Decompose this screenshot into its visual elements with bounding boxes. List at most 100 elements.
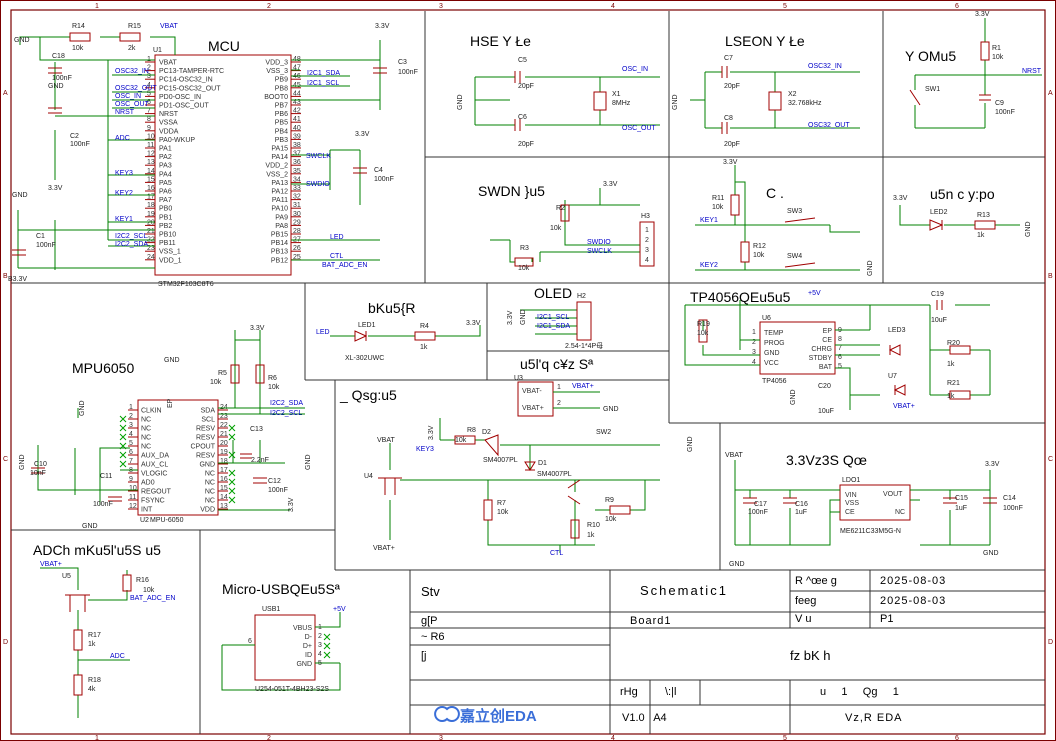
u6-pin-num: 6 — [838, 354, 842, 361]
c4-ref: C4 — [374, 167, 383, 174]
x2-ref: X2 — [788, 91, 797, 98]
frame-col-2: 2 — [267, 3, 271, 10]
usb1-ref: USB1 — [262, 606, 280, 613]
u6-pin-num: 1 — [752, 329, 756, 336]
net-adc: ADC — [115, 135, 130, 142]
no-connect-icon — [119, 460, 127, 468]
u2-pin-num: 21 — [220, 431, 228, 438]
u6-pin-prog: PROG — [764, 340, 785, 347]
mcu-pin-pa3: PA3 — [159, 163, 172, 170]
h2-body — [576, 301, 592, 341]
no-connect-icon — [228, 469, 236, 477]
c9-value: 100nF — [995, 109, 1015, 116]
net-key2: KEY2 — [115, 190, 133, 197]
u2-pin-resv: RESV — [196, 426, 215, 433]
mcu-pin-nrst: NRST — [159, 111, 179, 118]
r12-value: 10k — [753, 252, 765, 259]
title-block: Stv Schematic1 R ^œe g 2025-08-03 feeg 2… — [410, 569, 1045, 734]
reset-block: 3.3V R1 10k SW1 C9 100nF NRST — [909, 11, 1042, 129]
mcu-pin-num: 34 — [293, 176, 301, 183]
r16-ref: R16 — [136, 577, 149, 584]
u2-pin-aux_da: AUX_DA — [141, 453, 169, 460]
title-block-version: P1 — [880, 613, 893, 625]
mcu-pin-num: 44 — [293, 90, 301, 97]
u2-pin-vlogic: VLOGIC — [141, 471, 167, 478]
c10-ref: C10 — [34, 461, 47, 468]
mcu-pin-num: 32 — [293, 194, 301, 201]
r14-value: 10k — [72, 45, 84, 52]
net-swclk: SWCLK — [306, 153, 331, 160]
title-block-version-label: V u — [795, 613, 812, 625]
r3-value: 10k — [518, 265, 530, 272]
u6-pin-bat: BAT — [819, 364, 833, 371]
u6-pin-num: 4 — [752, 359, 756, 366]
mcu-pin-num: 2 — [147, 65, 151, 72]
mcu-pin-pb10: PB10 — [159, 232, 176, 239]
cloud-icon — [434, 706, 460, 722]
usb1-pin-num: 2 — [318, 633, 322, 640]
u2-pin-num: 7 — [129, 458, 133, 465]
r15-value: 2k — [128, 45, 136, 52]
net-adc-out: ADC — [110, 653, 125, 660]
gnd-oled: GND — [520, 309, 527, 325]
c17-ref: C17 — [754, 501, 767, 508]
u2-pin-num: 1 — [129, 404, 133, 411]
c14-value: 100nF — [1003, 505, 1023, 512]
d2-part: SM4007PL — [483, 457, 518, 464]
c7-value: 20pF — [724, 83, 740, 90]
mcu-pin-num: 13 — [147, 159, 155, 166]
c14-ref: C14 — [1003, 495, 1016, 502]
r5-ref: R5 — [218, 370, 227, 377]
no-connect-icon — [119, 424, 127, 432]
r13-value: 1k — [977, 232, 985, 239]
u3-body — [517, 381, 554, 417]
net-swd-swdio: SWDIO — [587, 239, 611, 246]
mcu-pin-pa15: PA15 — [271, 146, 288, 153]
r11-value: 10k — [712, 204, 724, 211]
usb1-shell-pin: 6 — [248, 638, 252, 645]
r16-body — [122, 574, 132, 592]
frame-col-4: 4 — [611, 3, 615, 10]
net-adc-bat-en: BAT_ADC_EN — [130, 595, 175, 602]
u2-pin-int: INT — [141, 507, 153, 514]
r15-body — [119, 32, 141, 42]
frame-row-right-B: B — [1048, 273, 1053, 280]
h2-ref: H2 — [577, 293, 586, 300]
mcu-pin-num: 21 — [147, 228, 155, 235]
r2-ref: R2 — [556, 205, 565, 212]
frame-col-6: 6 — [955, 3, 959, 10]
gnd-pwr: GND — [687, 436, 694, 452]
power-b3v3: B3.3V — [8, 276, 27, 283]
c16-ref: C16 — [795, 501, 808, 508]
no-connect-icon — [119, 433, 127, 441]
u2-pin-aux_cl: AUX_CL — [141, 462, 168, 469]
c17-value: 100nF — [748, 509, 768, 516]
mcu-pin-num: 38 — [293, 142, 301, 149]
mcu-pin-pb4: PB4 — [275, 128, 288, 135]
gnd-ledind: GND — [1025, 221, 1032, 237]
c15-ref: C15 — [955, 495, 968, 502]
u2-pin-num: 20 — [220, 440, 228, 447]
net-hse-osc-in: OSC_IN — [622, 66, 648, 73]
u2-pin-num: 9 — [129, 476, 133, 483]
r14-body — [69, 32, 91, 42]
mcu-pin-num: 36 — [293, 159, 301, 166]
r19-value: 10k — [697, 330, 709, 337]
section-title-power-switch: _ Qsg:u5 — [339, 387, 397, 403]
no-connect-icon — [228, 478, 236, 486]
section-title-ldo: 3.3Vz3S Qœ — [786, 452, 867, 468]
mcu-pin-vss_2: VSS_2 — [266, 171, 288, 178]
r10-ref: R10 — [587, 522, 600, 529]
mcu-pin-pc13-tamper-rtc: PC13-TAMPER-RTC — [159, 68, 224, 75]
section-title-adc: ADCh mKu5l'u5S u5 — [33, 542, 161, 558]
mcu-pin-num: 41 — [293, 116, 301, 123]
u2-pin-nc: NC — [205, 471, 215, 478]
mcu-pin-num: 26 — [293, 245, 301, 252]
u2-pin-num: 11 — [129, 494, 136, 501]
mcu-pin-pa12: PA12 — [271, 189, 288, 196]
d1-part: SM4007PL — [537, 471, 572, 478]
r13-body — [974, 220, 996, 230]
